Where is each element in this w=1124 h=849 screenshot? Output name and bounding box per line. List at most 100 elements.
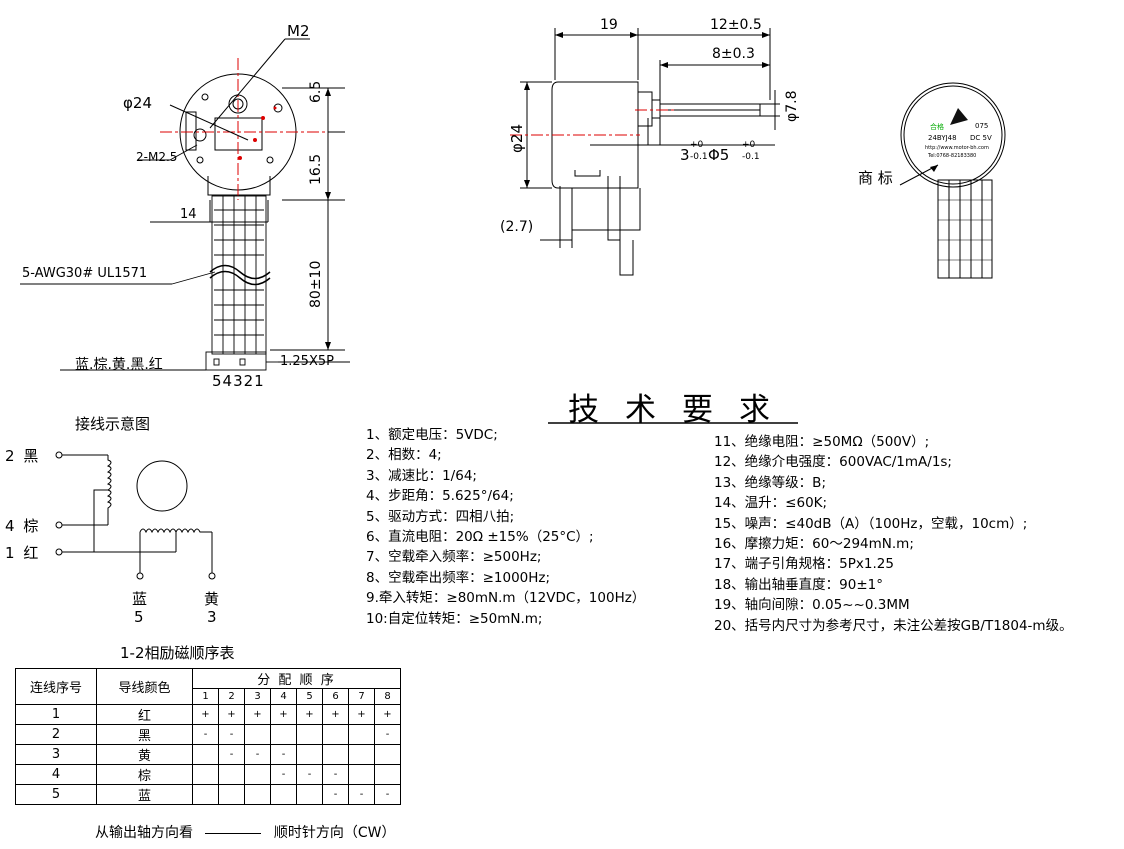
wire-colors: 蓝.棕.黄.黑.红 xyxy=(75,357,163,373)
row-seq: 1 xyxy=(15,704,97,725)
cable-spec: 5-AWG30# UL1571 xyxy=(22,266,148,281)
dim-8: 8±0.3 xyxy=(712,46,755,62)
table-cell: + xyxy=(218,704,245,725)
row-seq: 2 xyxy=(15,724,97,745)
table-cell: + xyxy=(348,704,375,725)
table-cell: + xyxy=(374,704,401,725)
terminal-1-label: 1 红 xyxy=(5,542,38,563)
table-row: 1 红 + + + + + + + + xyxy=(15,704,401,725)
step-header: 4 xyxy=(270,688,297,705)
dim-5: Φ5 xyxy=(708,146,730,164)
table-cell: - xyxy=(322,764,349,785)
req-item-19: 19、轴向间隙：0.05~~0.3MM xyxy=(714,597,910,614)
table-cell: + xyxy=(322,704,349,725)
wiring-title: 接线示意图 xyxy=(75,415,151,433)
table-cell xyxy=(374,744,401,765)
row-seq: 4 xyxy=(15,764,97,785)
table-cell: - xyxy=(374,724,401,745)
header-color: 导线颜色 xyxy=(96,668,193,705)
terminal-5-num: 5 xyxy=(134,608,144,626)
trademark-label: 商 标 xyxy=(858,169,893,187)
terminal-2-color: 黑 xyxy=(23,447,39,465)
table-cell xyxy=(244,724,271,745)
req-item-14: 14、温升：≤60K; xyxy=(714,495,828,512)
table-row: 2 黑 - - - xyxy=(15,724,401,745)
table-cell: + xyxy=(296,704,323,725)
table-cell: + xyxy=(192,704,219,725)
label-m2: M2 xyxy=(287,22,310,40)
step-header: 2 xyxy=(218,688,245,705)
table-cell xyxy=(244,764,271,785)
rotation-note-right: 顺时针方向（CW） xyxy=(273,825,396,841)
table-cell xyxy=(296,744,323,765)
terminal-1-num: 1 xyxy=(5,544,15,562)
req-item-15: 15、噪声：≤40dB（A）（100Hz，空载，10cm）; xyxy=(714,515,1028,532)
req-item-18: 18、输出轴垂直度：90±1° xyxy=(714,576,884,593)
trademark-label-drawing xyxy=(899,82,1006,279)
table-cell: - xyxy=(270,744,297,765)
table-row: 4 棕 - - - xyxy=(15,764,401,785)
table-cell xyxy=(296,784,323,805)
step-header: 7 xyxy=(348,688,375,705)
table-cell xyxy=(244,784,271,805)
table-row: 5 蓝 - - - xyxy=(15,784,401,805)
rotation-note: 从输出轴方向看 顺时针方向（CW） xyxy=(95,822,396,842)
header-seq: 连线序号 xyxy=(15,668,97,705)
requirements-underline xyxy=(548,422,798,424)
rotation-note-left: 从输出轴方向看 xyxy=(95,825,193,841)
req-item-13: 13、绝缘等级：B; xyxy=(714,474,826,491)
dim-14: 14 xyxy=(180,207,197,222)
table-cell xyxy=(322,724,349,745)
row-color: 黑 xyxy=(96,724,193,745)
label-dia24-front: φ24 xyxy=(123,94,152,112)
req-item-4: 4、步距角：5.625°/64; xyxy=(366,488,514,505)
dim-16-5: 16.5 xyxy=(308,153,324,185)
step-header: 3 xyxy=(244,688,271,705)
table-row: 3 黄 - - - xyxy=(15,744,401,765)
table-cell xyxy=(348,724,375,745)
step-header: 6 xyxy=(322,688,349,705)
wiring-diagram xyxy=(55,451,216,580)
table-cell: - xyxy=(322,784,349,805)
req-item-2: 2、相数：4; xyxy=(366,447,442,464)
req-item-1: 1、额定电压：5VDC; xyxy=(366,427,498,443)
req-item-20: 20、括号内尺寸为参考尺寸，未注公差按GB/T1804-m级。 xyxy=(714,617,1073,634)
table-cell xyxy=(192,744,219,765)
terminal-3-color: 黄 xyxy=(204,590,220,608)
requirements-title: 技术要求 xyxy=(568,392,796,428)
table-cell: - xyxy=(218,744,245,765)
req-item-3: 3、减速比：1/64; xyxy=(366,467,477,484)
table-cell xyxy=(348,764,375,785)
dim-dia7-8: φ7.8 xyxy=(784,90,800,123)
label-model: 24BYJ48 xyxy=(928,134,957,142)
row-color: 黄 xyxy=(96,744,193,765)
table-cell xyxy=(192,784,219,805)
table-cell xyxy=(322,744,349,765)
label-url: http://www.motor-bh.com xyxy=(925,145,989,151)
dim-2-7: (2.7) xyxy=(500,219,534,235)
row-seq: 3 xyxy=(15,744,97,765)
dim-3: 3 xyxy=(680,146,690,164)
terminal-4-num: 4 xyxy=(5,517,15,535)
table-cell xyxy=(192,764,219,785)
terminal-2-label: 2 黑 xyxy=(5,445,38,466)
req-item-12: 12、绝缘介电强度：600VAC/1mA/1s; xyxy=(714,454,952,471)
dim-19: 19 xyxy=(600,17,618,33)
connector-spec: 1.25X5P xyxy=(280,354,334,369)
table-cell xyxy=(218,784,245,805)
label-green: 合格 xyxy=(930,123,944,131)
step-header: 1 xyxy=(192,688,219,705)
step-header: 8 xyxy=(374,688,401,705)
rotation-note-dash xyxy=(205,832,262,834)
row-color: 棕 xyxy=(96,764,193,785)
row-color: 红 xyxy=(96,704,193,725)
label-tel: Tel:0768-82183380 xyxy=(928,153,977,159)
req-item-11: 11、绝缘电阻：≥50MΩ（500V）; xyxy=(714,434,930,450)
table-cell: + xyxy=(270,704,297,725)
requirements-right-list: 11、绝缘电阻：≥50MΩ（500V）; 12、绝缘介电强度：600VAC/1m… xyxy=(714,432,1073,636)
label-code: 075 xyxy=(975,122,989,130)
pin-numbers: 54321 xyxy=(212,372,265,390)
req-item-17: 17、端子引角规格：5Px1.25 xyxy=(714,556,894,573)
requirements-left-list: 1、额定电压：5VDC; 2、相数：4; 3、减速比：1/64; 4、步距角：5… xyxy=(366,425,645,629)
dim-3-tol-dn: -0.1 xyxy=(690,152,708,162)
